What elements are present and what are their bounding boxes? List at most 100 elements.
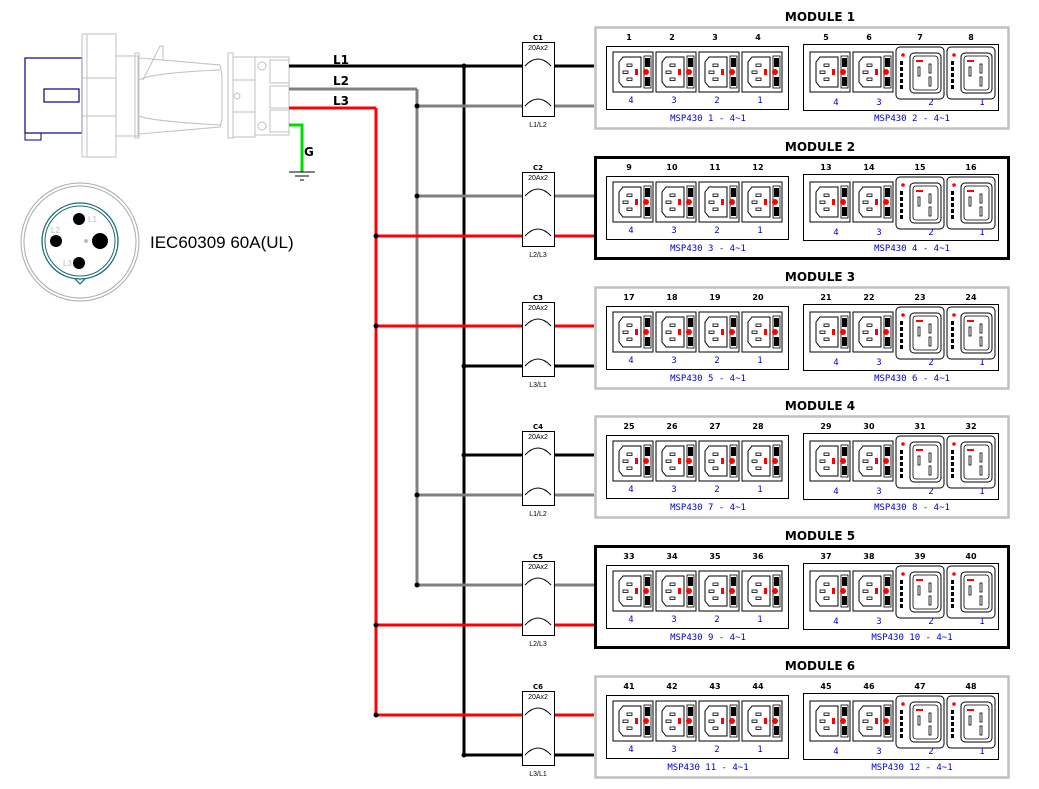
c19-outlet	[946, 435, 996, 489]
switch-part	[688, 318, 693, 327]
c19-outlet	[946, 565, 996, 619]
switch-part	[842, 447, 847, 456]
outlet-pin	[819, 70, 826, 74]
outlet-pin	[928, 595, 932, 606]
outlet-indicator	[721, 458, 724, 464]
outlet-position: 4	[833, 747, 838, 757]
switch-part	[885, 466, 890, 475]
outlet-pin	[866, 323, 873, 327]
switch-part	[900, 710, 903, 714]
junction-dot	[461, 752, 467, 758]
outlet-indicator	[916, 709, 923, 711]
outlet-socket	[815, 705, 839, 737]
junction-dot	[461, 363, 467, 369]
outlet-position: 2	[714, 485, 719, 495]
outlet-pin	[626, 323, 633, 327]
status-led	[883, 199, 889, 205]
inlet-plug-face: L1 L2 L3 IEC60309 60A(UL)	[20, 182, 294, 302]
outlet-number: 45	[820, 682, 832, 691]
switch-part	[900, 333, 903, 337]
outlet-pin	[917, 585, 921, 596]
outlet-position: 3	[671, 485, 676, 495]
c13-outlet	[852, 51, 894, 93]
outlet-position: 2	[928, 487, 933, 497]
switch-part	[731, 447, 736, 456]
outlet-pin	[755, 712, 762, 716]
switch-part	[774, 726, 779, 735]
c19-outlet	[895, 306, 945, 360]
outlet-pin	[751, 719, 758, 723]
outlet-socket	[858, 186, 882, 218]
junction-dot	[373, 233, 379, 239]
outlet-number: 29	[820, 422, 832, 431]
status-led	[883, 329, 889, 335]
outlet-pin	[626, 712, 633, 716]
switch-part	[731, 77, 736, 86]
status-led	[901, 313, 905, 317]
c13-outlet	[698, 181, 740, 223]
outlet-socket	[704, 316, 728, 348]
outlet-socket	[618, 575, 642, 607]
switch-part	[645, 58, 650, 67]
outlet-position: 3	[671, 615, 676, 625]
pdu-unit-frame	[803, 304, 999, 371]
outlet-number: 6	[866, 33, 872, 42]
outlet-indicator	[764, 329, 767, 335]
outlet-pin	[979, 465, 983, 476]
outlet-pin	[755, 726, 762, 730]
pdu-unit-label: MSP430 6 - 4~1	[874, 374, 950, 384]
outlet-socket	[661, 575, 685, 607]
switch-part	[885, 188, 890, 197]
pdu-unit-label: MSP430 11 - 4~1	[667, 763, 748, 773]
outlet-indicator	[967, 190, 974, 192]
outlet-indicator	[635, 69, 638, 75]
pdu-unit-frame	[803, 174, 999, 241]
outlet-position: 1	[979, 228, 984, 238]
switch-part	[900, 85, 903, 89]
switch-part	[688, 596, 693, 605]
breaker-contact-arc	[524, 447, 552, 456]
switch-part	[842, 707, 847, 716]
outlet-pin	[968, 196, 972, 207]
wire-ground	[289, 123, 304, 172]
breaker-phases: L1/L2	[529, 511, 547, 518]
outlet-number: 3	[712, 33, 718, 42]
status-led	[840, 718, 846, 724]
outlet-pin	[755, 207, 762, 211]
outlet-indicator	[635, 458, 638, 464]
switch-part	[951, 339, 954, 343]
module-title: MODULE 5	[785, 529, 855, 543]
outlet-pin	[823, 466, 830, 470]
pdu-unit-label: MSP430 1 - 4~1	[670, 114, 746, 124]
pdu-unit-label: MSP430 8 - 4~1	[874, 503, 950, 513]
outlet-position: 1	[979, 747, 984, 757]
c13-outlet	[698, 440, 740, 482]
status-led	[729, 199, 735, 205]
outlet-pin	[712, 582, 719, 586]
status-led	[686, 199, 692, 205]
outlet-pin	[626, 337, 633, 341]
switch-part	[645, 707, 650, 716]
outlet-socket	[704, 186, 728, 218]
breaker-name: C2	[533, 164, 543, 172]
outlet-indicator	[764, 199, 767, 205]
outlet-pin	[626, 582, 633, 586]
plug-cap-slot	[43, 88, 80, 103]
outlet-socket-inner	[963, 185, 990, 221]
outlet-position: 4	[833, 358, 838, 368]
outlet-socket	[618, 56, 642, 88]
switch-part	[842, 337, 847, 346]
module-title: MODULE 3	[785, 270, 855, 284]
outlet-position: 1	[979, 487, 984, 497]
outlet-pin	[928, 725, 932, 736]
outlet-indicator	[635, 718, 638, 724]
outlet-indicator	[721, 69, 724, 75]
outlet-indicator	[832, 329, 835, 335]
outlet-number: 7	[917, 33, 923, 42]
